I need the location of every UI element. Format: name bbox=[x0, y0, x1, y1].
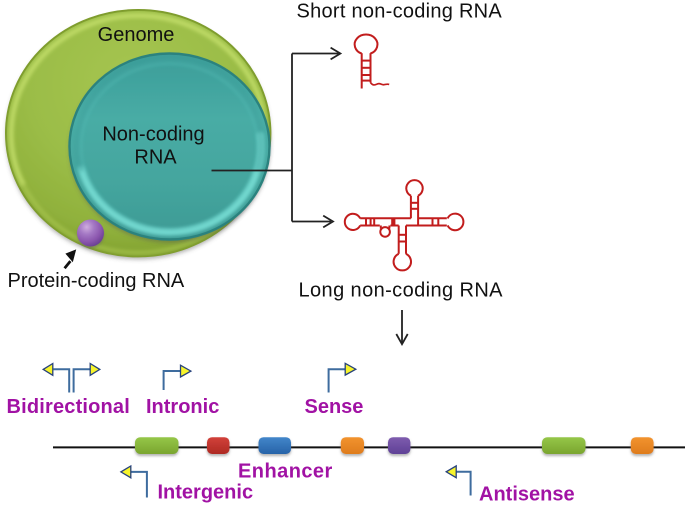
svg-text:Enhancer: Enhancer bbox=[238, 461, 333, 483]
svg-text:Short non-coding RNA: Short non-coding RNA bbox=[297, 1, 503, 23]
svg-text:Non-coding: Non-coding bbox=[102, 124, 204, 146]
svg-text:Protein-coding RNA: Protein-coding RNA bbox=[8, 270, 185, 292]
svg-text:Intergenic: Intergenic bbox=[158, 482, 254, 504]
svg-text:Genome: Genome bbox=[98, 24, 175, 46]
svg-text:Bidirectional: Bidirectional bbox=[7, 396, 130, 418]
svg-text:RNA: RNA bbox=[134, 147, 177, 169]
svg-text:Antisense: Antisense bbox=[479, 484, 575, 506]
svg-text:Sense: Sense bbox=[305, 396, 364, 418]
svg-text:Long non-coding RNA: Long non-coding RNA bbox=[299, 280, 504, 302]
svg-text:Intronic: Intronic bbox=[146, 396, 219, 418]
